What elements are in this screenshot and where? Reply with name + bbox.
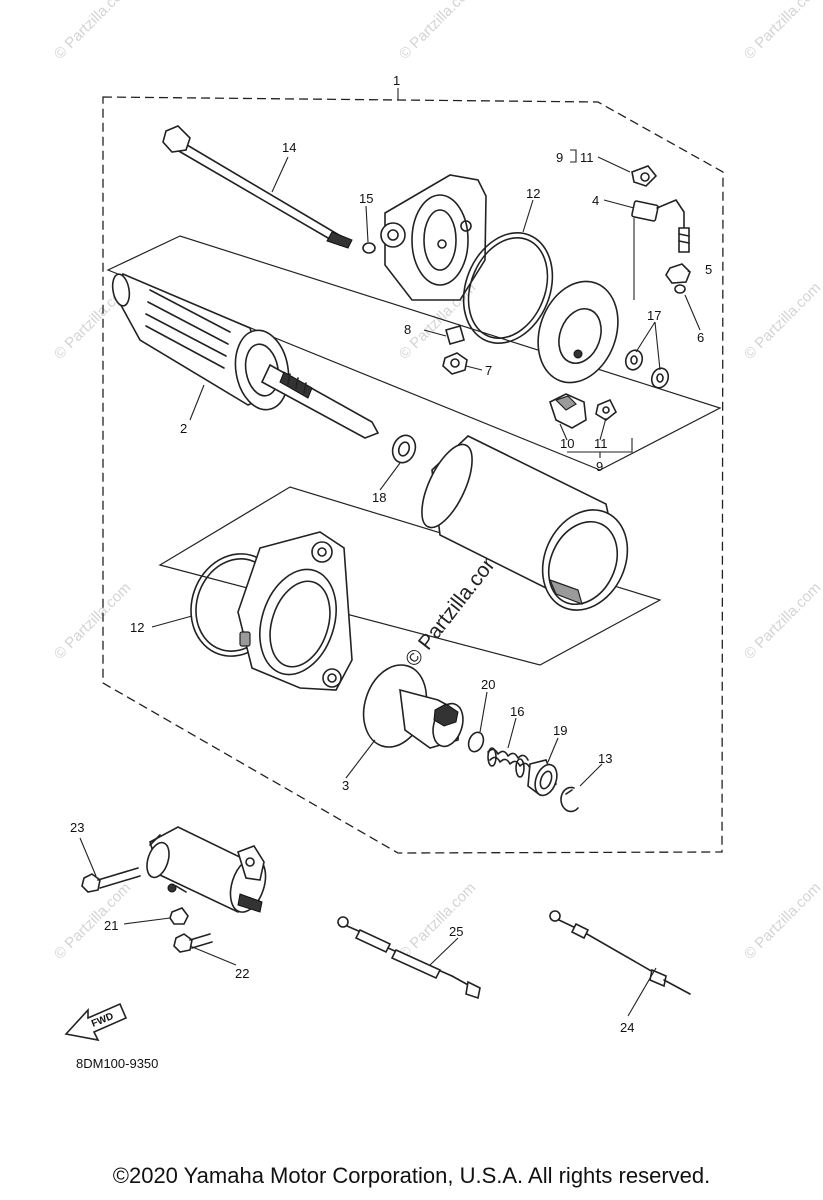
callout-11-top: 11 (580, 150, 594, 165)
callout-11-bottom: 11 (594, 436, 608, 451)
front-cover (237, 531, 353, 691)
callout-6: 6 (697, 330, 704, 345)
callout-14: 14 (282, 140, 296, 155)
leader-lines (79, 88, 701, 1017)
armature (111, 272, 380, 439)
callout-12-lower: 12 (130, 620, 144, 635)
through-bolt (162, 125, 353, 249)
bolt (81, 867, 141, 893)
washer (391, 434, 417, 464)
bolt (173, 933, 213, 953)
callout-2: 2 (180, 421, 187, 436)
upper-exploded-plane (106, 235, 722, 471)
ground-lead (549, 910, 691, 995)
callout-19: 19 (553, 723, 567, 738)
callout-13: 13 (598, 751, 612, 766)
callout-17: 17 (647, 308, 661, 323)
callout-3: 3 (342, 778, 349, 793)
o-ring (362, 242, 376, 254)
fwd-arrow-icon: FWD (64, 1002, 128, 1042)
large-o-ring-upper-inner (467, 237, 549, 339)
callout-labels: 1 2 3 4 5 6 7 8 9 11 9 10 11 12 12 13 14… (70, 73, 712, 1035)
callout-16: 16 (510, 704, 524, 719)
large-o-ring-upper (462, 232, 554, 344)
callout-5: 5 (705, 262, 712, 277)
callout-25: 25 (449, 924, 463, 939)
brush-lead (631, 199, 690, 253)
callout-23: 23 (70, 820, 84, 835)
callout-24: 24 (620, 1020, 634, 1035)
circlip (560, 786, 579, 813)
lower-exploded-plane (158, 486, 662, 666)
starter-clutch (362, 664, 464, 749)
callout-8: 8 (404, 322, 411, 337)
callout-20: 20 (481, 677, 495, 692)
nut (169, 907, 189, 925)
watermark: © Partzilla.com (51, 0, 134, 63)
watermark: © Partzilla.com (741, 879, 823, 962)
starter-cable (337, 916, 481, 1000)
assembly-boundary (102, 96, 724, 854)
watermark: © Partzilla.com (396, 0, 479, 63)
watermark: © Partzilla.com (741, 579, 823, 662)
ring (467, 731, 485, 753)
callout-21: 21 (104, 918, 118, 933)
callout-15: 15 (359, 191, 373, 206)
callout-10: 10 (560, 436, 574, 451)
watermark: © Partzilla.com (741, 0, 823, 63)
nut (665, 263, 691, 284)
nut (442, 352, 468, 375)
washer (624, 349, 644, 371)
watermark: © Partzilla.com (51, 579, 134, 662)
spring-clip-top (631, 165, 658, 187)
starter-motor-assembled (146, 826, 267, 913)
callout-9-bottom: 9 (596, 459, 603, 474)
callout-7: 7 (485, 363, 492, 378)
yoke-housing (421, 435, 629, 611)
callout-9-top: 9 (556, 150, 563, 165)
spring (487, 747, 531, 778)
callout-bracket (570, 149, 577, 163)
washer (650, 367, 670, 389)
callout-22: 22 (235, 966, 249, 981)
brush-plate (537, 280, 619, 384)
callout-12-upper: 12 (526, 186, 540, 201)
brush-spring (595, 398, 618, 421)
bushing (445, 325, 465, 345)
watermark: © Partzilla.com (396, 879, 479, 962)
watermark: © Partzilla.com (741, 279, 823, 362)
callout-18: 18 (372, 490, 386, 505)
callout-1: 1 (393, 73, 400, 88)
collar (527, 759, 558, 797)
rear-cover (380, 174, 487, 301)
diagram-reference-code: 8DM100-9350 (76, 1056, 158, 1071)
copyright-notice: ©2020 Yamaha Motor Corporation, U.S.A. A… (112, 1163, 711, 1188)
callout-4: 4 (592, 193, 599, 208)
washer (674, 284, 686, 294)
